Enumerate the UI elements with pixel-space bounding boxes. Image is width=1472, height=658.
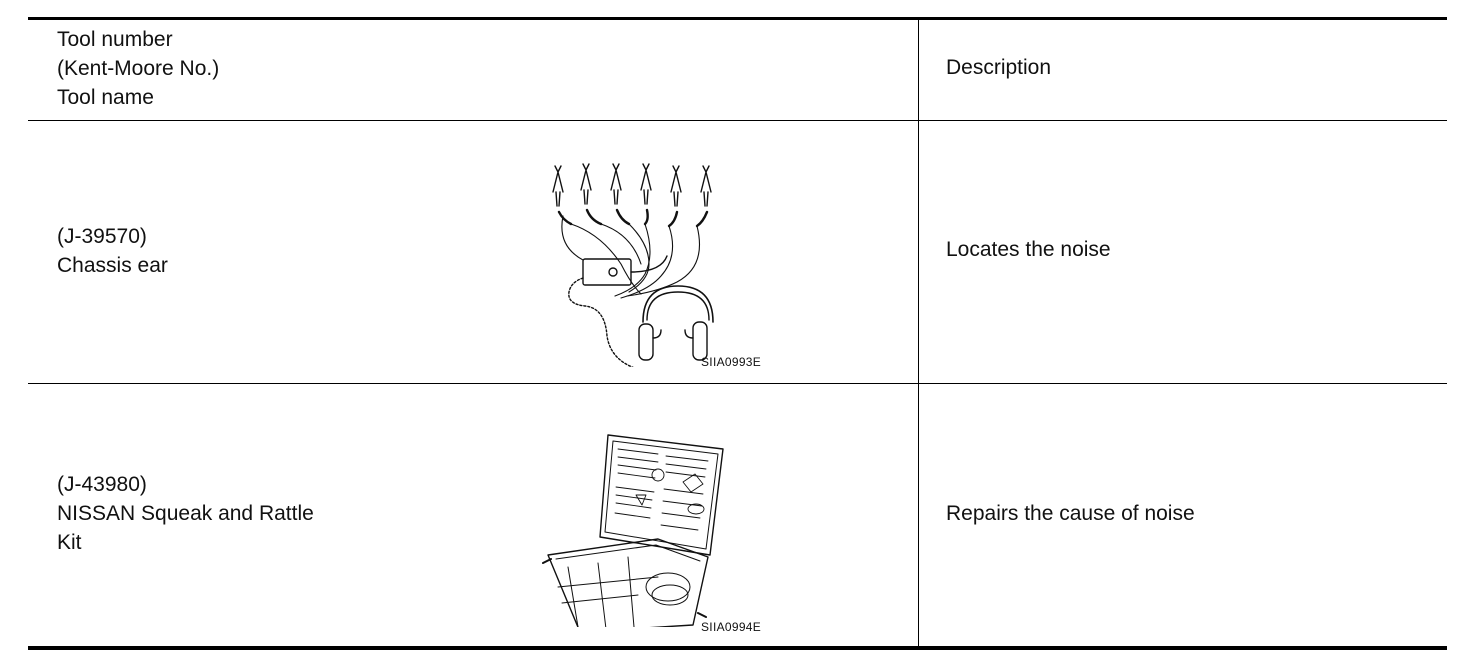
row1-tool-name: Chassis ear xyxy=(57,254,168,277)
header-tool-number: Tool number xyxy=(57,28,173,51)
row1-tool-cell: (J-39570) Chassis ear xyxy=(57,222,168,280)
row2-tool-cell: (J-43980) NISSAN Squeak and Rattle Kit xyxy=(57,470,314,557)
row1-figure-code: SIIA0993E xyxy=(701,355,762,369)
header-divider xyxy=(28,120,1447,121)
row1-tool-number: (J-39570) xyxy=(57,225,147,248)
header-tool-cell: Tool number (Kent-Moore No.) Tool name xyxy=(57,25,219,112)
row1-description: Locates the noise xyxy=(946,238,1111,261)
row2-tool-name-line2: Kit xyxy=(57,531,82,554)
header-tool-name: Tool name xyxy=(57,86,154,109)
header-description: Description xyxy=(946,56,1052,79)
row2-description: Repairs the cause of noise xyxy=(946,502,1195,525)
header-kent-moore-no: (Kent-Moore No.) xyxy=(57,57,220,80)
tool-table: Tool number (Kent-Moore No.) Tool name D… xyxy=(28,17,1447,650)
table-top-rule xyxy=(28,17,1447,20)
row2-figure-code: SIIA0994E xyxy=(701,620,762,634)
chassis-ear-headphones-clips-icon xyxy=(543,162,753,367)
squeak-rattle-kit-case-icon xyxy=(538,427,738,627)
row2-tool-number: (J-43980) xyxy=(57,473,147,496)
row2-tool-name-line1: NISSAN Squeak and Rattle xyxy=(57,502,314,525)
column-divider xyxy=(918,20,919,646)
row-divider xyxy=(28,383,1447,384)
table-bottom-rule xyxy=(28,646,1447,650)
